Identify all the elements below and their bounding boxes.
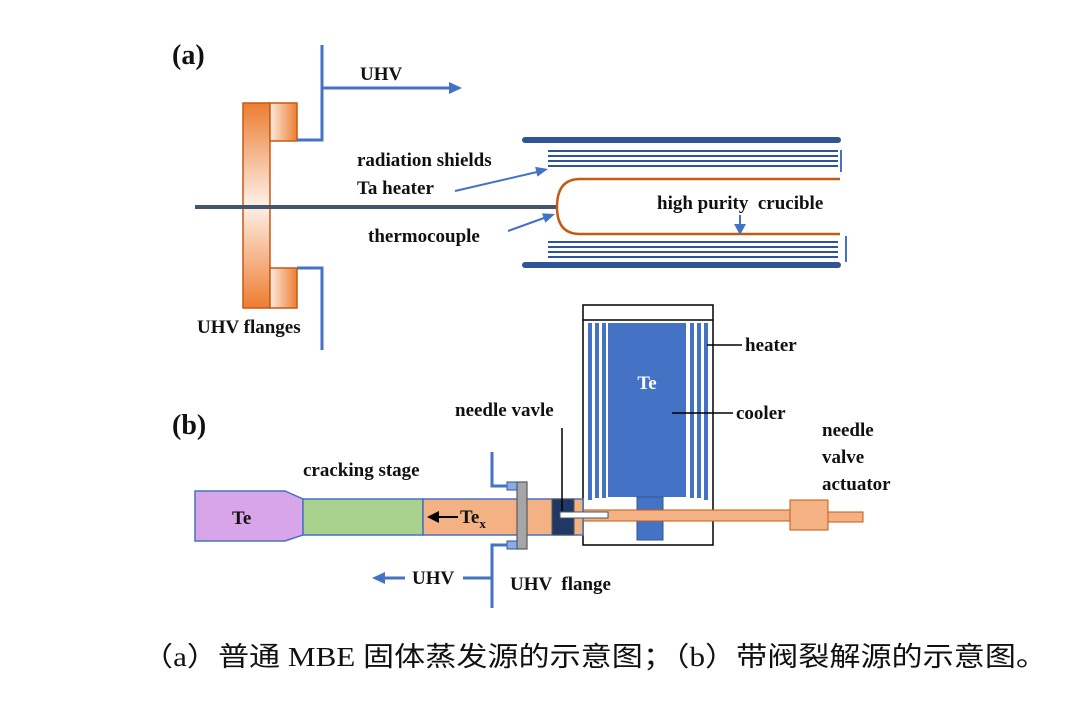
heater-bar <box>588 323 592 500</box>
radiation-shields-label: radiation shields <box>357 150 492 171</box>
heater-bar <box>602 323 606 498</box>
te-source-label: Te <box>232 508 251 529</box>
crucible-label: high purity crucible <box>657 193 823 214</box>
actuator-label-line-2: valve <box>822 447 864 468</box>
panel-b-label: (b) <box>172 410 206 441</box>
heater-bar <box>690 323 694 498</box>
ta-heater-pointer-line <box>454 171 538 192</box>
tex-label: Tex <box>460 507 486 531</box>
needle <box>559 511 609 519</box>
uhv-flange-collar-bottom-b <box>506 540 518 550</box>
cracking-stage-label: cracking stage <box>303 460 420 481</box>
tex-arrow-head <box>427 511 439 523</box>
actuator-label-line-1: needle <box>822 420 874 441</box>
heater-bar <box>704 323 708 500</box>
thermocouple-pointer-head <box>542 213 555 223</box>
te-reservoir-label: Te <box>637 373 656 394</box>
chamber-wall-bottom-b <box>490 543 507 608</box>
te-reservoir <box>608 323 686 497</box>
chamber-wall-bottom <box>297 266 324 350</box>
heater-bar <box>595 323 599 498</box>
uhv-flanges-label: UHV flanges <box>197 317 301 338</box>
panel-a-label: (a) <box>172 40 205 71</box>
uhv-flange-collar-top-b <box>506 481 518 491</box>
tex-label-subscript: x <box>479 516 486 531</box>
cracking-stage-zone <box>302 498 424 536</box>
crucible <box>555 177 840 236</box>
heater-bar <box>697 323 701 498</box>
tex-label-base: Te <box>460 507 479 528</box>
chamber-wall-top-b <box>490 452 507 488</box>
thermocouple-pointer-line <box>507 217 545 232</box>
uhv-label: UHV <box>360 64 403 85</box>
uhv-flange-plate-b <box>516 481 528 550</box>
panel-b: (b) Te heater cooler <box>172 304 891 608</box>
chamber-wall-top <box>297 45 324 142</box>
figure-caption: （a）普通 MBE 固体蒸发源的示意图；（b）带阀裂解源的示意图。 <box>142 642 1047 672</box>
uhv-flange-bottom-collar <box>269 267 298 309</box>
uhv-arrow-head-b <box>372 572 385 584</box>
needle-valve-actuator <box>789 499 829 531</box>
needle-valve-label: needle vavle <box>455 400 554 421</box>
ta-heater-pointer-head <box>535 166 548 177</box>
heater-label: heater <box>745 335 797 356</box>
cooler-label: cooler <box>736 403 786 424</box>
uhv-flange-label: UHV flange <box>510 574 611 595</box>
thermocouple-label: thermocouple <box>368 226 480 247</box>
panel-a: (a) UHV radiation shields Ta heater <box>172 40 847 350</box>
ta-heater-label: Ta heater <box>357 178 434 199</box>
actuator-label-line-3: actuator <box>822 474 891 495</box>
uhv-flange-top-collar <box>269 102 298 142</box>
uhv-label-b: UHV <box>412 568 455 589</box>
crucible-pointer-head <box>734 224 746 235</box>
uhv-arrow-head <box>449 82 462 94</box>
actuator-tip-rod <box>827 511 864 523</box>
